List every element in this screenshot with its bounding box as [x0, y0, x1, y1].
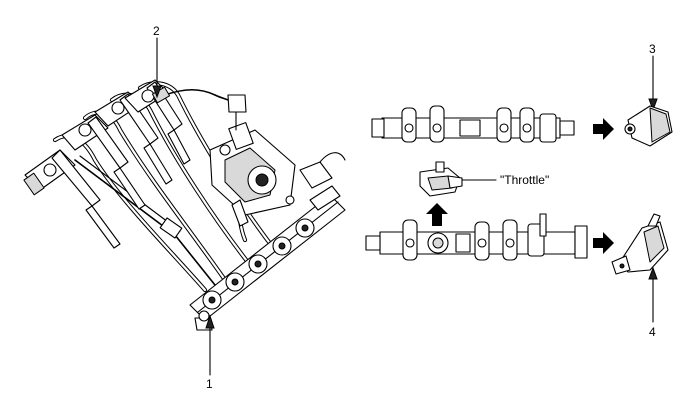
callout-1: 1: [206, 377, 213, 391]
fuel-rail-lower: [365, 213, 588, 261]
rail-outlets-lower: [402, 213, 547, 261]
throttle-valve: [419, 161, 463, 197]
pressure-control-valve: [611, 213, 669, 275]
injector-3: [94, 91, 173, 185]
rail-outlets-upper: [401, 105, 557, 143]
callout-4: 4: [649, 325, 656, 339]
rail-pressure-sensor: [624, 105, 673, 147]
callout-2: 2: [153, 24, 160, 38]
high-pressure-pump: [209, 94, 296, 227]
arrow-right-icon: [593, 118, 614, 140]
injector-1: [23, 149, 121, 249]
callout-3: 3: [649, 42, 656, 56]
fuel-rail-upper: [371, 105, 575, 143]
throttle-label: "Throttle": [500, 173, 549, 187]
arrow-right-icon: [593, 232, 614, 254]
injector-2: [61, 114, 146, 210]
engine-fuel-assembly: [23, 79, 346, 331]
common-rail: [159, 152, 346, 331]
callout-leaders: [152, 37, 658, 376]
arrow-up-icon: [426, 203, 448, 226]
